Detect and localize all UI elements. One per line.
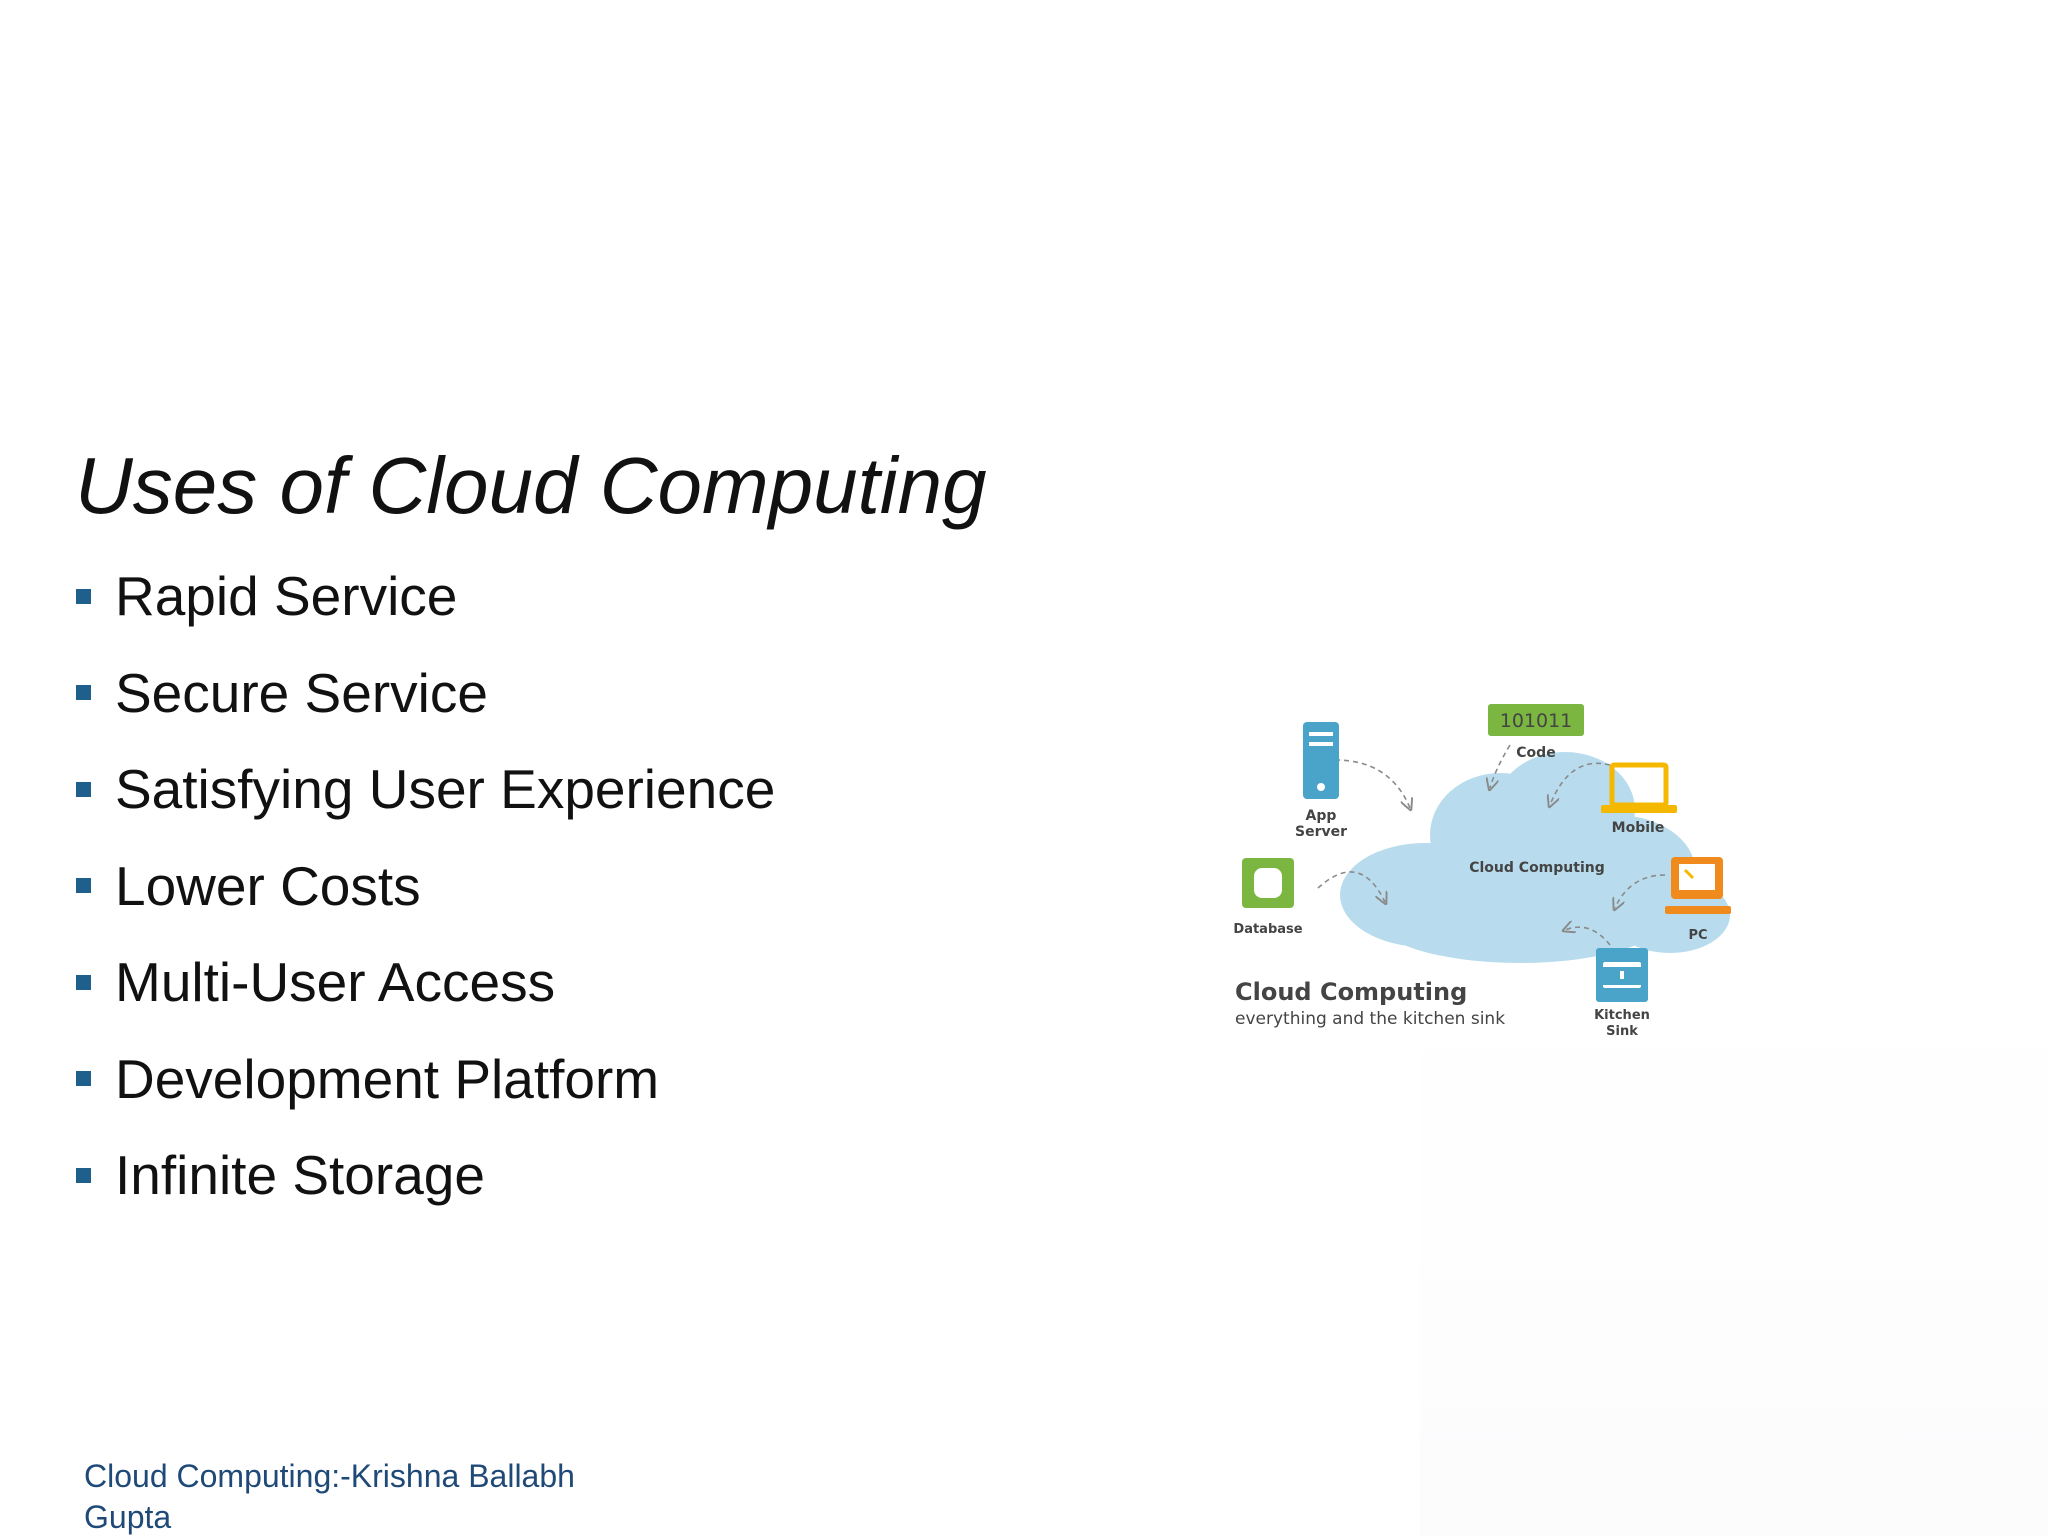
bullet-square-icon [76, 878, 91, 894]
app-server-icon [1303, 722, 1339, 799]
kitchen-sink-label-line1: Kitchen [1594, 1008, 1650, 1023]
kitchen-sink-icon [1596, 948, 1648, 1002]
slide-footer: Cloud Computing:-Krishna Ballabh Gupta [84, 1458, 575, 1535]
list-item: Multi-User Access [76, 942, 775, 1039]
mobile-label: Mobile [1612, 820, 1665, 836]
cloud-center-label: Cloud Computing [1469, 860, 1605, 876]
bullet-square-icon [76, 1071, 91, 1087]
database-icon [1242, 858, 1294, 908]
bullet-text: Satisfying User Experience [115, 758, 776, 821]
cloud-computing-diagram: Cloud Computing 101011 Code [1220, 680, 1770, 1040]
diagram-caption-subtitle: everything and the kitchen sink [1235, 1009, 1505, 1029]
bullet-text: Secure Service [115, 661, 488, 724]
diagram-arrows [1317, 744, 1666, 946]
bullet-square-icon [76, 974, 91, 990]
bullet-text: Rapid Service [115, 565, 458, 628]
kitchen-sink-label-line2: Sink [1606, 1024, 1638, 1039]
list-item: Development Platform [76, 1039, 775, 1136]
bullet-text: Infinite Storage [115, 1144, 485, 1207]
bullet-square-icon [76, 781, 91, 797]
bullet-square-icon [76, 588, 91, 604]
bullet-list: Rapid Service Secure Service Satisfying … [76, 556, 775, 1232]
slide-title: Uses of Cloud Computing [75, 441, 987, 530]
list-item: Secure Service [76, 653, 775, 750]
diagram-caption-title: Cloud Computing [1235, 978, 1467, 1006]
database-label: Database [1233, 922, 1302, 937]
code-badge-text: 101011 [1500, 710, 1573, 732]
mobile-icon [1601, 762, 1677, 813]
cloud-shape-icon [1340, 752, 1730, 963]
bullet-text: Lower Costs [115, 854, 421, 917]
code-label: Code [1516, 745, 1555, 761]
bullet-text: Multi-User Access [115, 951, 556, 1014]
list-item: Satisfying User Experience [76, 749, 775, 846]
bullet-square-icon [76, 685, 91, 701]
list-item: Lower Costs [76, 846, 775, 943]
cloud-diagram-svg: Cloud Computing 101011 Code [1233, 704, 1731, 1039]
list-item: Rapid Service [76, 556, 775, 653]
background-fade [1420, 980, 2048, 1536]
pc-icon [1665, 857, 1731, 914]
list-item: Infinite Storage [76, 1135, 775, 1232]
pc-label: PC [1688, 928, 1707, 943]
bullet-text: Development Platform [115, 1047, 660, 1110]
code-icon [1488, 704, 1584, 736]
bullet-square-icon [76, 1167, 91, 1183]
app-server-label-line2: Server [1295, 824, 1347, 840]
app-server-label-line1: App [1306, 808, 1337, 824]
